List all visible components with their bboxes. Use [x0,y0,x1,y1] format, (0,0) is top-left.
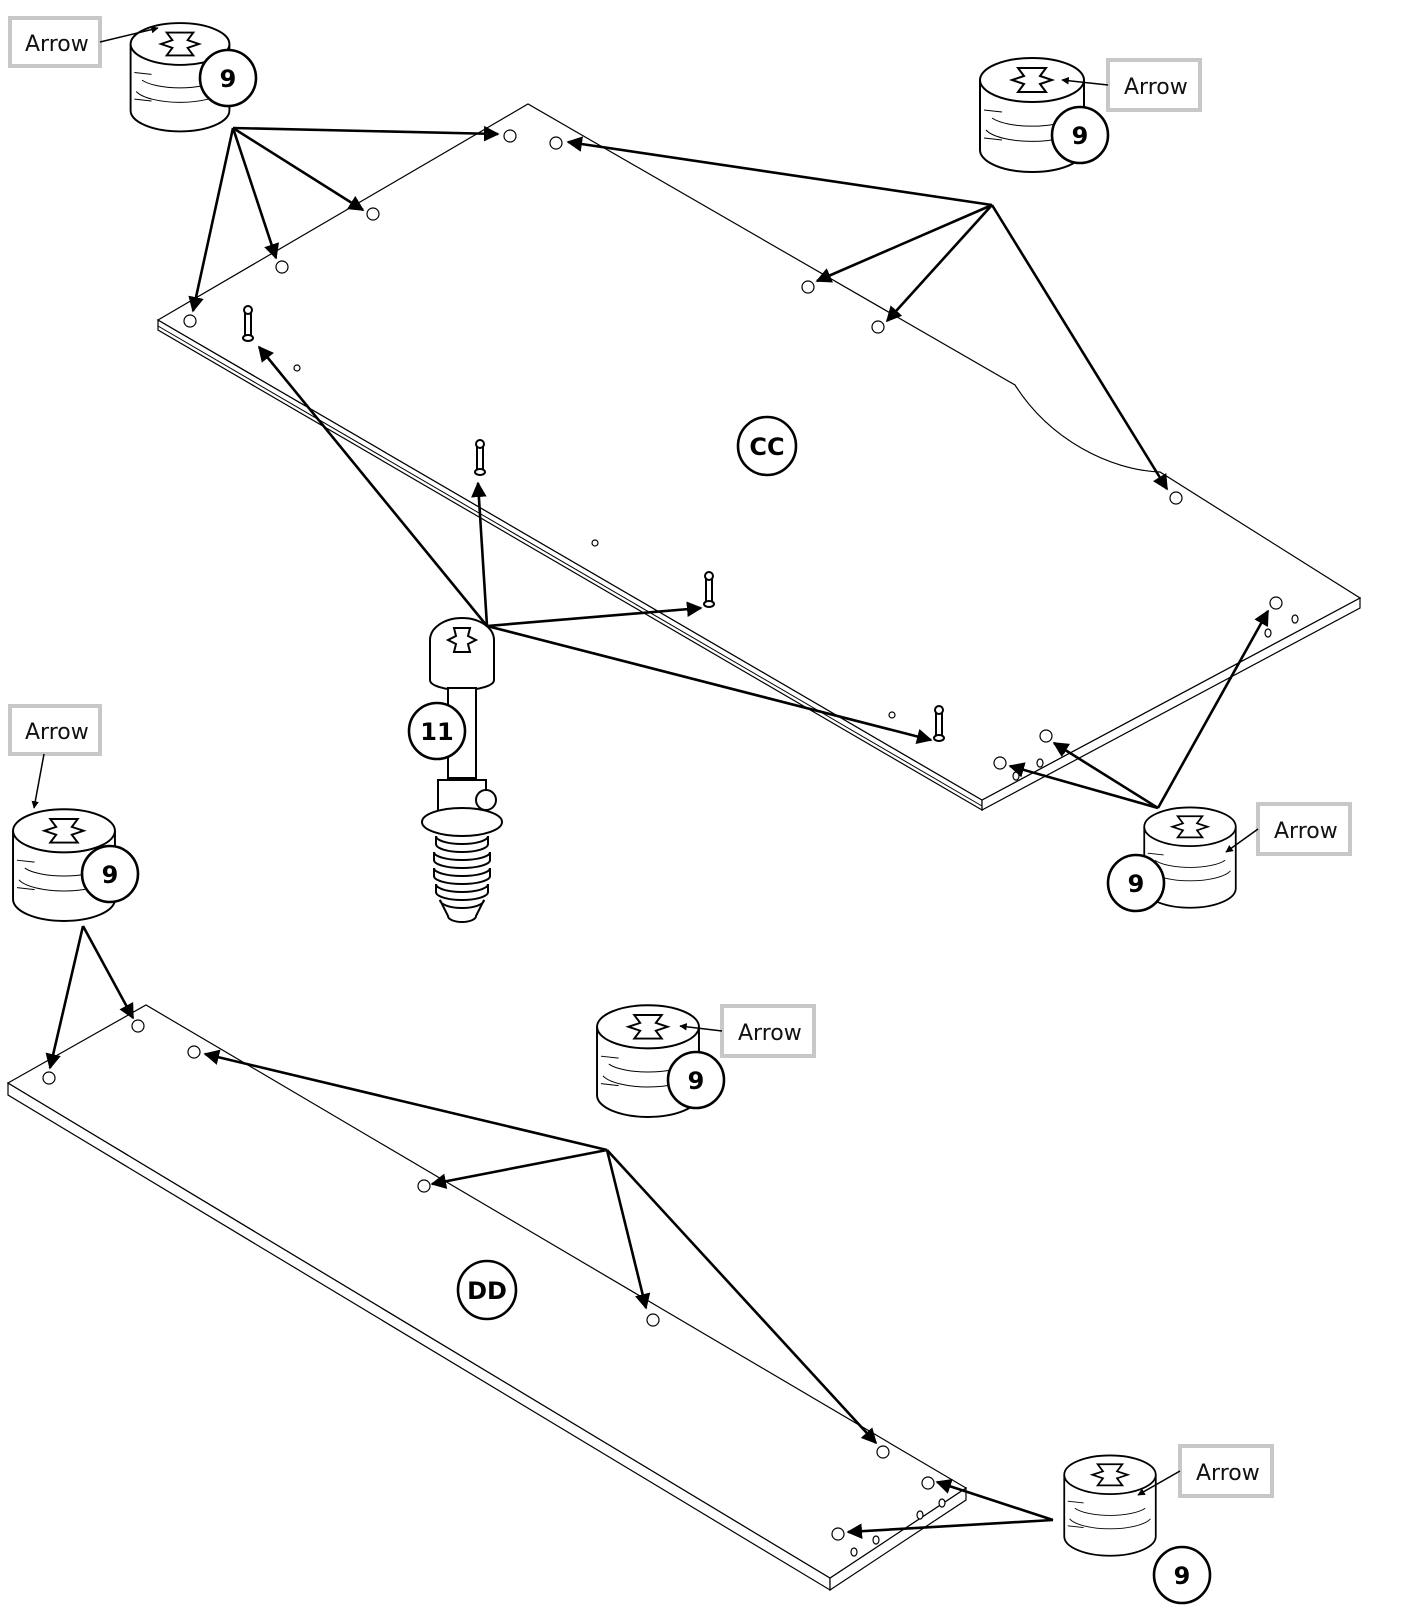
edge-hole [850,1498,946,1557]
part-number-11: 11 [420,718,453,746]
arrow-callout: Arrow [8,704,102,809]
part-number-9: 9 [220,65,237,93]
arrow-callout: Arrow [1137,1444,1274,1498]
part-number-9: 9 [688,1067,705,1095]
panel-cc-label: CC [749,433,784,461]
callout-arrow-text: Arrow [738,1021,802,1046]
insertion-arrows [45,125,1270,1539]
part-number-9: 9 [1174,1562,1191,1590]
inserted-cam-bolt [242,305,945,742]
panel-cc: CC [156,103,1362,812]
arrow-callout: Arrow [679,1004,816,1058]
cam-hole [183,129,1283,770]
arrow-callout: Arrow [8,16,159,68]
cam-hole [42,1019,935,1541]
callout-arrow-text: Arrow [1196,1461,1260,1486]
part-number-11-circle [407,701,467,761]
arrow-callout: Arrow [1225,802,1352,856]
callout-arrow-text: Arrow [1124,75,1188,100]
callout-arrow-text: Arrow [1274,819,1338,844]
callout-arrow-text: Arrow [25,32,89,57]
panel-dd: DD [6,1004,968,1592]
arrow-callout: Arrow [1061,58,1202,112]
panel-cc-label-circle [736,415,798,477]
panel-dd-label-circle [456,1259,518,1321]
part-number-9: 9 [1072,122,1089,150]
panel-dd-label: DD [467,1277,507,1305]
cam-bolt-icon [421,617,503,923]
callout-arrow-text: Arrow [25,720,89,745]
part-number-9-badges [80,48,1212,1605]
part-number-9: 9 [1128,870,1145,898]
part-number-9: 9 [102,861,119,889]
